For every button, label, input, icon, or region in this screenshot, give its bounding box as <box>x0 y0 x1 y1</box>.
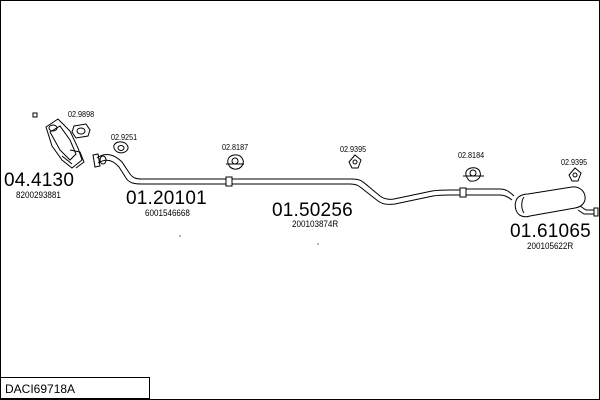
oem-number-middle-pipe: 200103874R <box>292 219 339 230</box>
fitting-label-02-9898: 02.9898 <box>68 109 95 119</box>
front-pipe <box>92 153 233 187</box>
rubber-mount-icon <box>568 167 582 182</box>
dot-mark <box>317 243 319 245</box>
part-number-catalyst: 04.4130 <box>4 170 75 191</box>
bolt-icon <box>32 112 38 118</box>
model-code: DACI69718A <box>5 382 76 396</box>
dot-mark <box>179 235 181 237</box>
hanger-icon <box>463 167 484 182</box>
fitting-label-02-8184: 02.8184 <box>458 150 485 160</box>
fitting-label-02-9395-b: 02.9395 <box>561 157 588 167</box>
oem-number-front-pipe: 6001546668 <box>145 208 190 219</box>
part-number-front-pipe: 01.20101 <box>126 188 207 209</box>
middle-pipe <box>232 178 467 205</box>
part-number-rear-muffler: 01.61065 <box>510 221 591 242</box>
fitting-label-02-9395-a: 02.9395 <box>340 144 367 154</box>
fitting-label-02-9251: 02.9251 <box>111 132 138 142</box>
fitting-label-02-8187: 02.8187 <box>222 142 249 152</box>
clamp-icon <box>113 141 129 154</box>
oem-number-catalyst: 8200293881 <box>16 190 61 201</box>
hanger-icon <box>226 154 244 170</box>
oem-number-rear-muffler: 200105622R <box>527 241 574 252</box>
gasket-icon <box>71 123 91 139</box>
rubber-mount-icon <box>348 154 362 169</box>
rear-muffler <box>466 186 599 218</box>
model-code-box: DACI69718A <box>0 377 150 399</box>
part-number-middle-pipe: 01.50256 <box>272 200 353 221</box>
catalyst-icon <box>45 118 85 169</box>
